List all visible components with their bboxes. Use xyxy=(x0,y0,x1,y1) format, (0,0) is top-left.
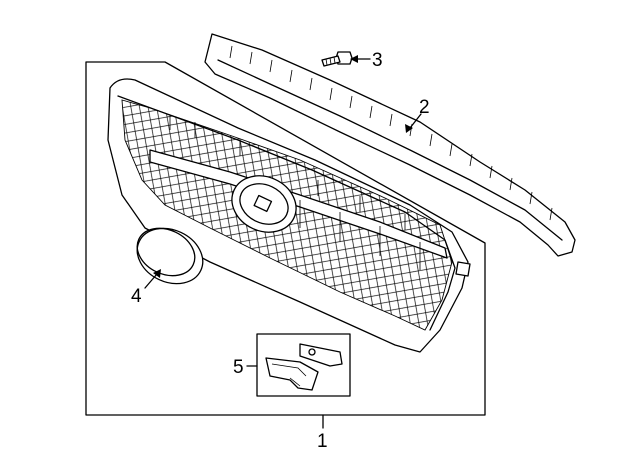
bolt-part xyxy=(321,51,353,67)
upper-molding-part xyxy=(204,33,576,257)
center-emblem-mount xyxy=(231,175,297,233)
grille-assembly-frame xyxy=(85,61,486,416)
leader-lines xyxy=(144,55,422,429)
emblem-part xyxy=(136,227,204,285)
callout-3: 3 xyxy=(372,50,383,71)
callout-2: 2 xyxy=(419,97,430,118)
callout-1: 1 xyxy=(317,431,328,452)
callout-4: 4 xyxy=(131,286,142,307)
callout-5: 5 xyxy=(233,357,244,378)
bracket-kit-frame xyxy=(256,333,351,397)
